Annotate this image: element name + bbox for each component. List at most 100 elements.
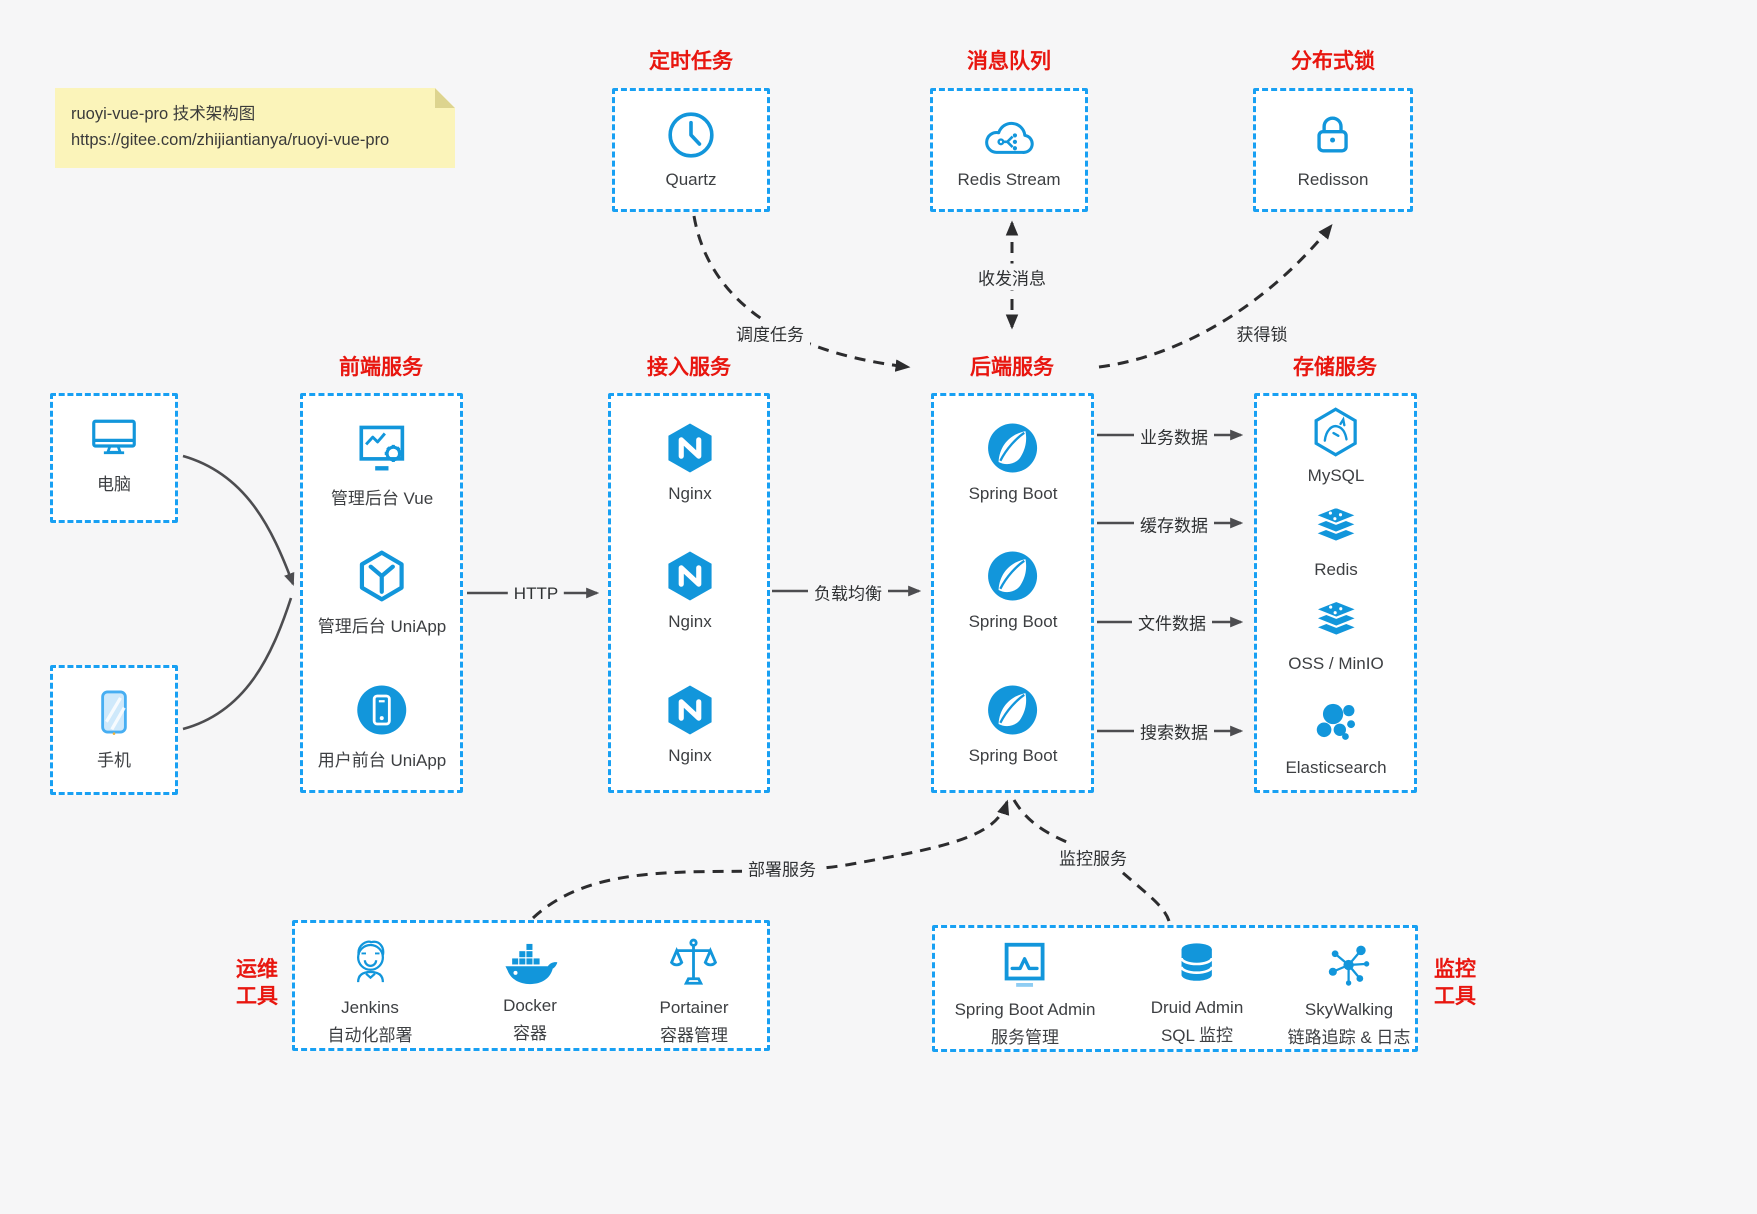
group-title-storage: 存储服务: [1293, 356, 1377, 379]
skywalking-icon: [1322, 938, 1376, 992]
ops-title-line1: 运维: [236, 958, 278, 981]
edge-label-http: HTTP: [507, 583, 565, 605]
edge-label-search-data: 搜索数据: [1134, 717, 1214, 745]
node-spring-boot-1: Spring Boot: [968, 420, 1058, 504]
edge-label-business-data: 业务数据: [1134, 422, 1214, 450]
node-quartz: Quartz: [664, 108, 718, 190]
group-title-scheduled-task: 定时任务: [649, 50, 733, 73]
portainer-icon: [667, 936, 721, 990]
note-url: https://gitee.com/zhijiantianya/ruoyi-vu…: [71, 131, 390, 150]
group-title-backend: 后端服务: [970, 356, 1054, 379]
box-pc-client: [50, 393, 178, 523]
ops-title-line2: 工具: [236, 985, 278, 1009]
node-sublabel: SQL 监控: [1160, 1026, 1234, 1045]
node-label: Docker: [503, 996, 557, 1015]
redis-stack-icon: [1309, 500, 1363, 552]
node-phone: 手机: [88, 686, 140, 771]
edge-phone-to-frontend: [182, 597, 293, 731]
node-portainer: Portainer 容器管理: [659, 936, 728, 1046]
node-redis: Redis: [1309, 500, 1363, 580]
node-label: MySQL: [1307, 466, 1365, 485]
oss-stack-icon: [1309, 594, 1363, 646]
node-pc: 电脑: [87, 412, 141, 495]
lock-icon: [1306, 108, 1360, 162]
edge-label-deploy: 部署服务: [742, 854, 822, 882]
node-label: Spring Boot: [968, 612, 1058, 631]
user-uniapp-icon: [354, 682, 410, 738]
node-label: Spring Boot: [968, 746, 1058, 765]
clock-icon: [664, 108, 718, 162]
group-title-ops-tools: 运维 工具: [236, 956, 278, 1011]
node-sublabel: 容器管理: [659, 1026, 728, 1045]
box-quartz: [612, 88, 770, 212]
node-label: Redisson: [1297, 170, 1369, 189]
node-sublabel: 容器: [513, 1024, 547, 1043]
node-label: OSS / MinIO: [1288, 654, 1384, 673]
node-sublabel: 链路追踪 & 日志: [1287, 1028, 1411, 1047]
node-label: Spring Boot Admin: [954, 1000, 1096, 1019]
mq-cloud-icon: [981, 110, 1037, 162]
node-label: Redis Stream: [957, 170, 1061, 189]
node-docker: Docker 容器: [501, 940, 559, 1044]
node-elasticsearch: Elasticsearch: [1285, 696, 1387, 778]
node-label: Elasticsearch: [1285, 758, 1387, 777]
elasticsearch-icon: [1309, 696, 1363, 750]
sticky-note: ruoyi-vue-pro 技术架构图 https://gitee.com/zh…: [55, 88, 455, 168]
node-label: Nginx: [668, 484, 712, 503]
node-label: Jenkins: [341, 998, 399, 1017]
node-spring-boot-2: Spring Boot: [968, 548, 1058, 632]
node-label: Nginx: [668, 746, 712, 765]
node-nginx-2: Nginx: [662, 548, 718, 632]
node-label: 管理后台 UniApp: [317, 617, 447, 636]
node-label: Spring Boot: [968, 484, 1058, 503]
desktop-icon: [87, 412, 141, 462]
note-fold-corner: [435, 88, 455, 108]
spring-boot-icon: [985, 548, 1041, 604]
edge-acquire-lock: [1098, 224, 1333, 369]
edge-label-schedule: 调度任务: [730, 319, 810, 347]
sba-icon: [998, 938, 1052, 992]
node-user-uniapp: 用户前台 UniApp: [318, 682, 446, 771]
monitor-title-line2: 工具: [1434, 985, 1476, 1009]
edge-label-monitor: 监控服务: [1053, 843, 1133, 871]
docker-icon: [501, 940, 559, 988]
edge-label-acquire-lock: 获得锁: [1230, 319, 1294, 347]
monitor-title-line1: 监控: [1434, 958, 1476, 981]
group-title-frontend: 前端服务: [339, 356, 423, 379]
edge-label-messages: 收发消息: [972, 263, 1052, 291]
nginx-icon: [662, 682, 718, 738]
box-redis-stream: [930, 88, 1088, 212]
note-title: ruoyi-vue-pro 技术架构图: [71, 105, 256, 123]
node-mysql: MySQL: [1307, 406, 1365, 486]
node-redis-stream: Redis Stream: [957, 110, 1061, 190]
group-title-gateway: 接入服务: [647, 356, 731, 379]
node-label: SkyWalking: [1304, 1000, 1394, 1019]
smartphone-icon: [88, 686, 140, 738]
edge-label-load-balance: 负载均衡: [808, 578, 888, 606]
node-sublabel: 服务管理: [991, 1028, 1059, 1047]
uniapp-cube-icon: [354, 548, 410, 604]
spring-boot-icon: [985, 682, 1041, 738]
druid-icon: [1171, 938, 1223, 990]
node-nginx-3: Nginx: [662, 682, 718, 766]
node-oss-minio: OSS / MinIO: [1288, 594, 1384, 674]
node-spring-boot-admin: Spring Boot Admin 服务管理: [954, 938, 1096, 1048]
jenkins-icon: [343, 936, 397, 990]
nginx-icon: [662, 420, 718, 476]
node-skywalking: SkyWalking 链路追踪 & 日志: [1287, 938, 1411, 1048]
group-title-message-queue: 消息队列: [967, 50, 1051, 73]
node-label: 管理后台 Vue: [330, 489, 434, 508]
node-label: Druid Admin: [1150, 998, 1244, 1017]
node-druid-admin: Druid Admin SQL 监控: [1150, 938, 1244, 1046]
node-label: Redis: [1314, 560, 1358, 579]
node-sublabel: 自动化部署: [327, 1026, 413, 1045]
node-label: 用户前台 UniApp: [317, 751, 447, 770]
node-spring-boot-3: Spring Boot: [968, 682, 1058, 766]
edge-label-cache-data: 缓存数据: [1134, 510, 1214, 538]
node-admin-uniapp: 管理后台 UniApp: [318, 548, 446, 637]
edge-label-file-data: 文件数据: [1132, 608, 1212, 636]
spring-boot-icon: [985, 420, 1041, 476]
box-redisson: [1253, 88, 1413, 212]
